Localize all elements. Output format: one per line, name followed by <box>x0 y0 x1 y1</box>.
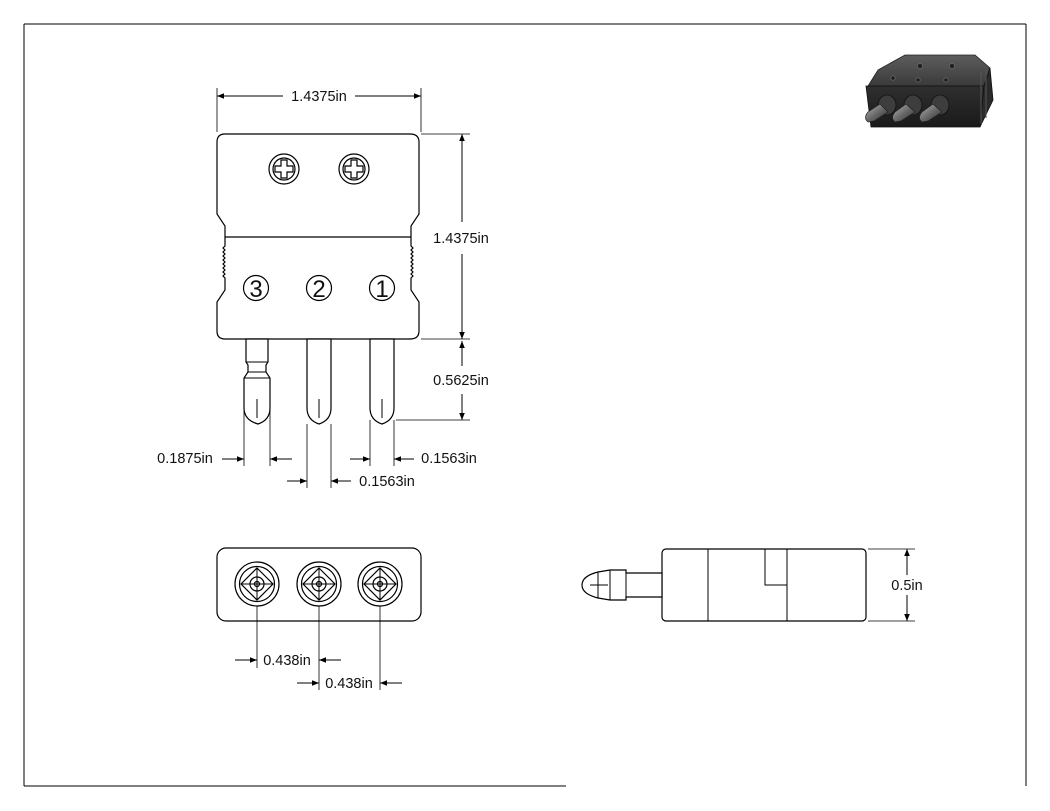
dim-pin-width: 0.1875in <box>157 410 292 467</box>
screw-right <box>338 153 370 185</box>
sheet-border <box>23 23 1027 787</box>
svg-text:2: 2 <box>312 276 325 303</box>
bottom-view: 0.438in 0.438in <box>216 547 422 692</box>
svg-text:0.1875in: 0.1875in <box>157 451 213 467</box>
dim-thickness: 0.5in <box>868 548 923 622</box>
pin-1 <box>369 338 395 425</box>
screw-left <box>268 153 300 185</box>
svg-text:0.438in: 0.438in <box>263 653 311 669</box>
dim-spacing-right: 0.438in <box>297 606 402 692</box>
dim-overall-width: 1.4375in <box>216 88 422 132</box>
svg-text:0.1563in: 0.1563in <box>421 451 477 467</box>
pin-label-2: 2 <box>305 274 333 303</box>
pin-2 <box>306 338 332 425</box>
svg-text:0.438in: 0.438in <box>325 676 373 692</box>
side-view: 0.5in <box>581 548 923 622</box>
svg-text:1: 1 <box>375 276 388 303</box>
side-body <box>661 548 867 622</box>
side-pin <box>581 569 663 601</box>
pin-3 <box>243 338 271 425</box>
dim-body-height: 1.4375in <box>421 133 489 340</box>
svg-text:1.4375in: 1.4375in <box>291 89 347 105</box>
svg-text:3: 3 <box>249 276 262 303</box>
dim-spacing-left: 0.438in <box>235 606 341 690</box>
dim-pin-tip-center: 0.1563in <box>287 424 415 490</box>
dim-pin-tip-right: 0.1563in <box>350 420 477 467</box>
front-view: 3 2 1 <box>157 88 489 490</box>
pin-socket-center <box>296 561 342 607</box>
svg-text:0.1563in: 0.1563in <box>359 474 415 490</box>
dim-pin-length: 0.5625in <box>396 341 489 421</box>
pin-socket-left <box>234 561 280 607</box>
svg-text:1.4375in: 1.4375in <box>433 231 489 247</box>
pin-label-1: 1 <box>368 274 396 303</box>
isometric-preview <box>865 54 994 128</box>
pin-label-3: 3 <box>242 274 270 303</box>
pin-socket-right <box>357 561 403 607</box>
svg-text:0.5625in: 0.5625in <box>433 373 489 389</box>
svg-text:0.5in: 0.5in <box>891 578 922 594</box>
